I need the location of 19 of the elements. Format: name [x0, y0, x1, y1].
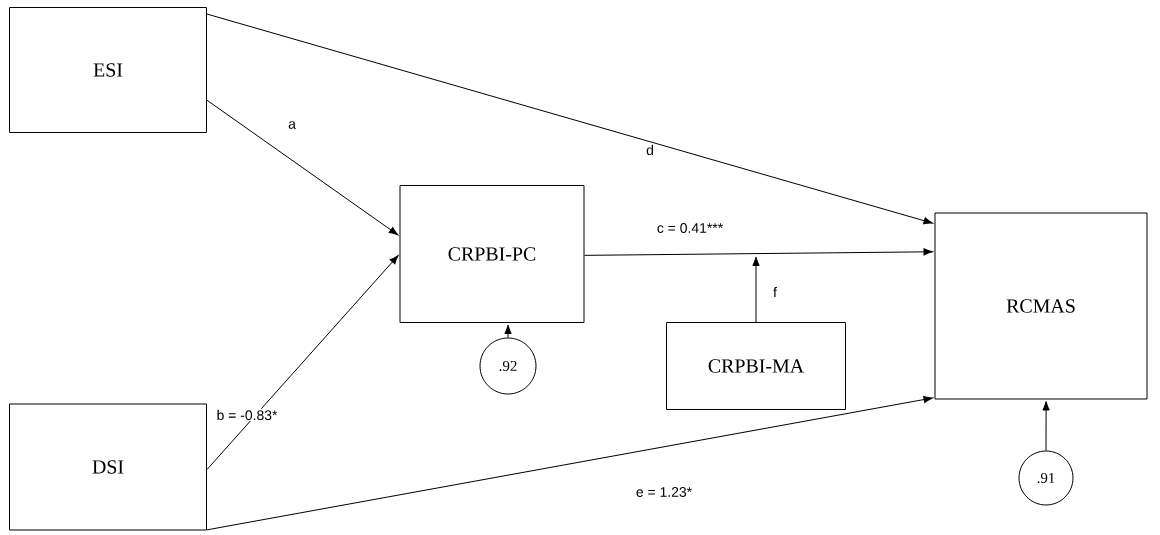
edge-label: a — [287, 120, 297, 130]
variable-box: ESI — [9, 7, 207, 133]
edge-label: f — [772, 285, 778, 299]
arrow — [206, 395, 933, 531]
edge-label: c = 0.41*** — [655, 222, 725, 234]
arrow — [206, 99, 399, 236]
arrow — [1042, 401, 1050, 451]
arrow — [206, 255, 399, 471]
variable-box: RCMAS — [934, 212, 1148, 400]
arrow — [752, 256, 760, 323]
edge-label: e = 1.23* — [634, 486, 694, 498]
edge-label: b = -0.83* — [215, 408, 279, 422]
arrow — [206, 13, 933, 225]
edge-label: d — [645, 143, 655, 157]
arrow — [504, 324, 512, 338]
variable-box: DSI — [9, 403, 207, 531]
variable-box: CRPBI-PC — [399, 185, 585, 323]
arrow — [584, 248, 933, 256]
variable-box: CRPBI-MA — [666, 322, 846, 410]
